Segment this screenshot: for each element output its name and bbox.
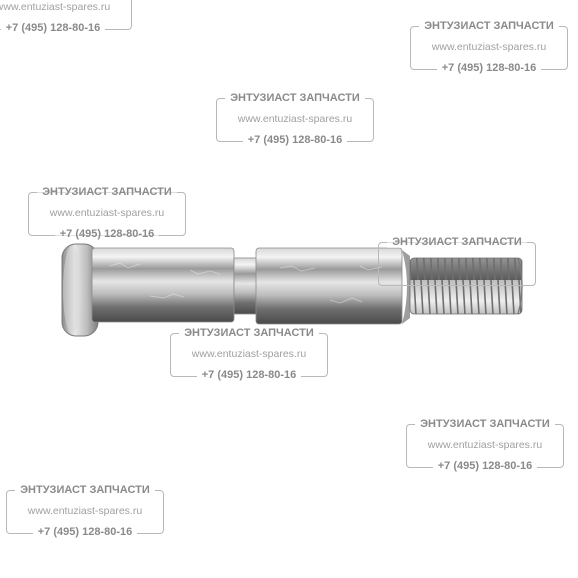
watermark-top-left: ЭНТУЗИАСТ ЗАПЧАСТИ www.entuziast-spares.… [0,0,132,38]
watermark-top-right: ЭНТУЗИАСТ ЗАПЧАСТИ www.entuziast-spares.… [410,18,568,78]
watermark-site: www.entuziast-spares.ru [27,505,143,517]
watermark-site: www.entuziast-spares.ru [427,439,543,451]
watermark-title: ЭНТУЗИАСТ ЗАПЧАСТИ [378,234,536,250]
watermark-title: ЭНТУЗИАСТ ЗАПЧАСТИ [410,18,568,34]
watermark-title: ЭНТУЗИАСТ ЗАПЧАСТИ [406,416,564,432]
watermark-phone: +7 (495) 128-80-16 [170,368,328,382]
metal-texture [109,262,383,304]
watermark-phone: +7 (495) 128-80-16 [0,21,132,35]
watermark-phone: +7 (495) 128-80-16 [6,525,164,539]
watermark-upper-center: ЭНТУЗИАСТ ЗАПЧАСТИ www.entuziast-spares.… [216,90,374,150]
watermark-phone: +7 (495) 128-80-16 [406,459,564,473]
watermark-title: ЭНТУЗИАСТ ЗАПЧАСТИ [28,184,186,200]
watermark-title: ЭНТУЗИАСТ ЗАПЧАСТИ [6,482,164,498]
bolt-head [61,243,99,337]
watermark-phone: +7 (495) 128-80-16 [28,227,186,241]
bolt-shank [91,247,235,323]
watermark-on-thread: ЭНТУЗИАСТ ЗАПЧАСТИ [378,234,536,294]
watermark-site: www.entuziast-spares.ru [237,113,353,125]
watermark-center: ЭНТУЗИАСТ ЗАПЧАСТИ www.entuziast-spares.… [170,325,328,385]
watermark-bottom-left: ЭНТУЗИАСТ ЗАПЧАСТИ www.entuziast-spares.… [6,482,164,542]
watermark-site: www.entuziast-spares.ru [49,207,165,219]
watermark-title: ЭНТУЗИАСТ ЗАПЧАСТИ [216,90,374,106]
bolt-groove [233,257,259,315]
bolt-shoulder [255,247,403,325]
watermark-phone: +7 (495) 128-80-16 [216,133,374,147]
watermark-middle-left: ЭНТУЗИАСТ ЗАПЧАСТИ www.entuziast-spares.… [28,184,186,244]
watermark-site: www.entuziast-spares.ru [0,1,111,13]
watermark-site: www.entuziast-spares.ru [431,41,547,53]
watermark-site: www.entuziast-spares.ru [191,348,307,360]
watermark-lower-right: ЭНТУЗИАСТ ЗАПЧАСТИ www.entuziast-spares.… [406,416,564,476]
watermark-title: ЭНТУЗИАСТ ЗАПЧАСТИ [170,325,328,341]
watermark-phone: +7 (495) 128-80-16 [410,61,568,75]
